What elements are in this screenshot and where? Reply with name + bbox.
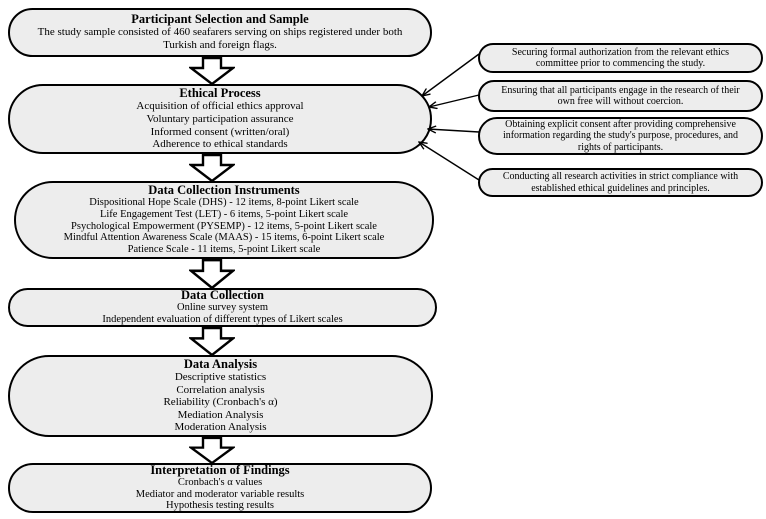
node-title: Data Collection <box>181 288 264 303</box>
node-title: Data Analysis <box>183 357 258 372</box>
node-text-line: Psychological Empowerment (PYSEMP) - 12 … <box>71 220 377 232</box>
node-ethical-process: Ethical Process Acquisition of official … <box>8 84 432 154</box>
note-informed-consent: Obtaining explicit consent after providi… <box>478 117 763 155</box>
node-title: Interpretation of Findings <box>150 462 290 477</box>
node-text-line: Online survey system <box>177 302 268 314</box>
note-ethics-authorization: Securing formal authorization from the r… <box>478 43 763 73</box>
node-participant-selection: Participant Selection and Sample The stu… <box>8 8 432 57</box>
node-data-collection-instruments: Data Collection Instruments Dispositiona… <box>14 181 434 259</box>
node-text-line: The study sample consisted of 460 seafar… <box>37 26 403 51</box>
node-text-line: Correlation analysis <box>176 383 265 396</box>
node-text-line: Adherence to ethical standards <box>152 138 288 151</box>
note-connector-arrow <box>419 142 480 181</box>
note-text: Securing formal authorization from the r… <box>511 46 730 70</box>
note-voluntary-participation: Ensuring that all participants engage in… <box>478 80 763 112</box>
node-text-line: Descriptive statistics <box>174 371 267 384</box>
node-text-line: Dispositional Hope Scale (DHS) - 12 item… <box>89 197 359 208</box>
down-arrow-5-icon <box>189 437 235 464</box>
down-arrow-3-icon <box>189 259 235 289</box>
down-arrow-1-icon <box>189 57 235 85</box>
down-arrow-2-icon <box>189 154 235 182</box>
node-text-line: Mindful Attention Awareness Scale (MAAS)… <box>63 232 385 244</box>
node-text-line: Moderation Analysis <box>174 421 267 434</box>
note-text: Conducting all research activities in st… <box>502 171 739 194</box>
node-title: Ethical Process <box>179 86 261 101</box>
node-text-line: Mediation Analysis <box>177 408 264 421</box>
node-text-line: Acquisition of official ethics approval <box>136 100 304 113</box>
node-text-line: Reliability (Cronbach's α) <box>163 396 278 409</box>
node-text-line: Independent evaluation of different type… <box>102 314 343 325</box>
note-ethical-compliance: Conducting all research activities in st… <box>478 168 763 197</box>
node-data-analysis: Data Analysis Descriptive statistics Cor… <box>8 355 433 437</box>
node-text-line: Hypothesis testing results <box>166 500 274 512</box>
note-connector-arrow <box>429 94 480 107</box>
node-text-line: Life Engagement Test (LET) - 6 items, 5-… <box>99 208 349 220</box>
node-text-line: Voluntary participation assurance <box>146 112 294 125</box>
down-arrow-4-icon <box>189 327 235 356</box>
node-text-line: Informed consent (written/oral) <box>150 125 290 138</box>
node-data-collection: Data Collection Online survey system Ind… <box>8 288 437 327</box>
node-title: Participant Selection and Sample <box>131 12 309 27</box>
note-connector-arrow <box>428 129 480 132</box>
note-text: Ensuring that all participants engage in… <box>501 84 740 108</box>
node-text-line: Cronbach's α values <box>177 476 263 488</box>
node-text-line: Mediator and moderator variable results <box>135 488 305 500</box>
note-text: Obtaining explicit consent after providi… <box>502 118 739 153</box>
node-text-line: Patience Scale - 11 items, 5-point Liker… <box>127 244 321 256</box>
note-connector-arrow <box>422 53 480 96</box>
node-title: Data Collection Instruments <box>148 183 300 197</box>
node-interpretation-findings: Interpretation of Findings Cronbach's α … <box>8 463 432 513</box>
